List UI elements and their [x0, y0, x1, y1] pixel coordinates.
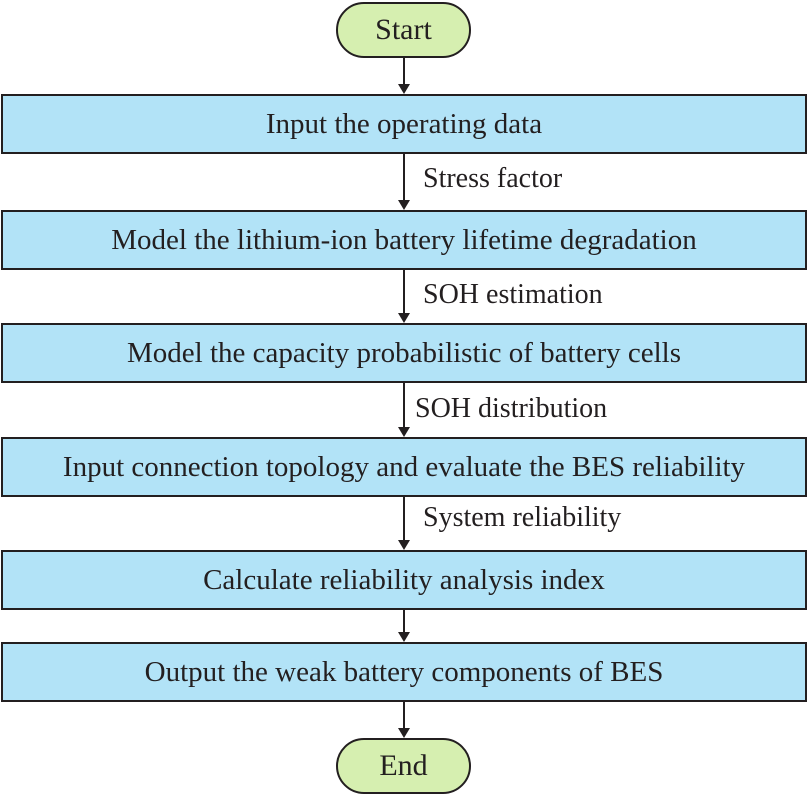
end-label: End	[379, 749, 428, 782]
arrow-start-to-input	[397, 58, 411, 94]
step-label: Input connection topology and evaluate t…	[62, 450, 746, 483]
arrow-system-reliability	[397, 497, 411, 550]
end-terminal: End	[336, 738, 471, 794]
step-label: Model the lithium-ion battery lifetime d…	[111, 223, 697, 256]
step-label: Output the weak battery components of BE…	[144, 655, 664, 688]
edge-label-system-reliability: System reliability	[423, 502, 622, 533]
start-terminal: Start	[336, 2, 471, 58]
arrow-soh-distribution	[397, 383, 411, 437]
arrow-soh-estimation	[397, 270, 411, 323]
edge-label-soh-estimation: SOH estimation	[423, 279, 603, 310]
step-calculate-reliability-index: Calculate reliability analysis index	[1, 550, 807, 610]
step-input-operating-data: Input the operating data	[1, 94, 807, 154]
edge-label-stress-factor: Stress factor	[423, 163, 563, 194]
arrow-index-to-output	[397, 610, 411, 642]
step-model-lifetime-degradation: Model the lithium-ion battery lifetime d…	[1, 210, 807, 270]
step-model-capacity-probabilistic: Model the capacity probabilistic of batt…	[1, 323, 807, 383]
arrow-output-to-end	[397, 702, 411, 738]
arrow-stress-factor	[397, 154, 411, 210]
step-label: Input the operating data	[265, 107, 543, 140]
edge-label-soh-distribution: SOH distribution	[415, 393, 608, 424]
step-label: Model the capacity probabilistic of batt…	[126, 336, 682, 369]
step-evaluate-bes-reliability: Input connection topology and evaluate t…	[1, 437, 807, 497]
step-label: Calculate reliability analysis index	[203, 563, 605, 596]
start-label: Start	[375, 13, 432, 46]
step-output-weak-components: Output the weak battery components of BE…	[1, 642, 807, 702]
